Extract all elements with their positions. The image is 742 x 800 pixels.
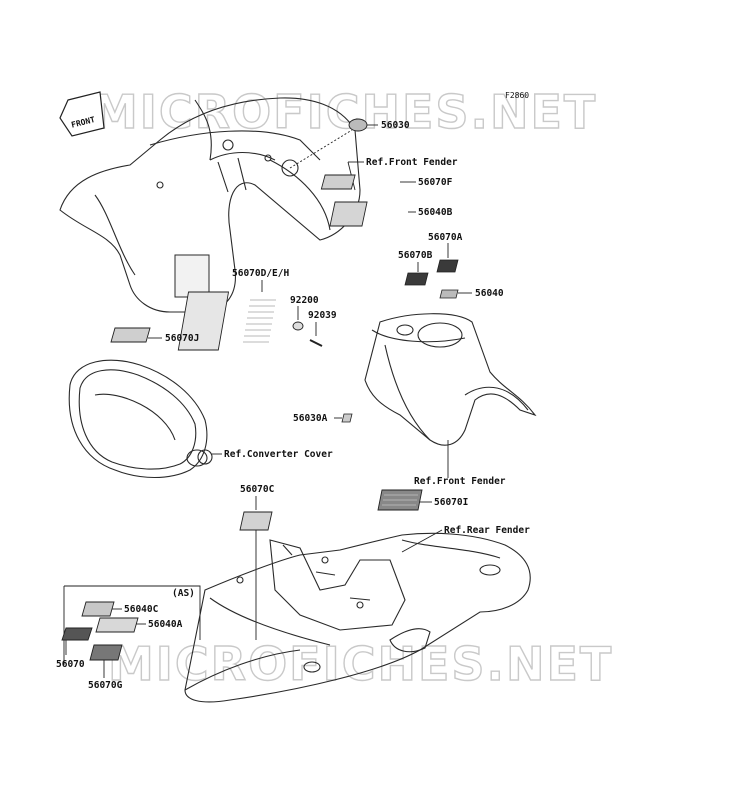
watermark-top: MICROFICHES.NET	[92, 85, 597, 139]
label-56070B: 56070B	[398, 250, 433, 261]
decal-56070J	[110, 327, 151, 343]
decal-56070G	[89, 644, 123, 661]
label-56070A: 56070A	[428, 232, 463, 243]
rear-fender	[184, 532, 531, 703]
figure-code: F2860	[505, 91, 529, 100]
decal-56040B	[329, 201, 368, 227]
decal-56070F	[320, 174, 356, 190]
label-92200: 92200	[290, 295, 319, 306]
part-56030-shape	[348, 118, 368, 132]
watermark-bottom: MICROFICHES.NET	[108, 637, 613, 691]
converter-cover	[68, 359, 213, 478]
decal-56040	[439, 289, 459, 299]
decal-56070A	[436, 259, 459, 273]
label-56070I: 56070I	[434, 497, 468, 508]
label-56070: 56070	[56, 659, 85, 670]
decal-56070B	[404, 272, 429, 286]
label-56040C: 56040C	[124, 604, 159, 615]
ref-front-fender-mid: Ref.Front Fender	[414, 476, 506, 487]
decal-56030A	[341, 413, 353, 423]
label-56030: 56030	[381, 120, 410, 131]
front-fender-center	[364, 313, 537, 446]
ref-rear-fender: Ref.Rear Fender	[444, 525, 530, 536]
label-56040B: 56040B	[418, 207, 453, 218]
part-92200-washer	[292, 321, 304, 331]
label-56070G: 56070G	[88, 680, 123, 691]
label-56030A: 56030A	[293, 413, 328, 424]
label-92039: 92039	[308, 310, 337, 321]
ref-converter-cover: Ref.Converter Cover	[224, 449, 333, 460]
label-56070J: 56070J	[165, 333, 199, 344]
front-arrow-icon: FRONT	[59, 91, 105, 137]
front-fender-upper	[59, 97, 361, 313]
decal-56070C	[239, 511, 273, 531]
label-56070DEH: 56070D/E/H	[232, 268, 289, 279]
as-note: (AS)	[172, 588, 195, 599]
decal-56070	[61, 627, 93, 641]
decal-56070DEH	[177, 291, 230, 351]
label-56040: 56040	[475, 288, 504, 299]
ref-front-fender-top: Ref.Front Fender	[366, 157, 458, 168]
decal-56040C	[81, 601, 115, 617]
label-56070F: 56070F	[418, 177, 453, 188]
decal-56040A	[95, 617, 139, 633]
label-56070C: 56070C	[240, 484, 275, 495]
label-56040A: 56040A	[148, 619, 183, 630]
